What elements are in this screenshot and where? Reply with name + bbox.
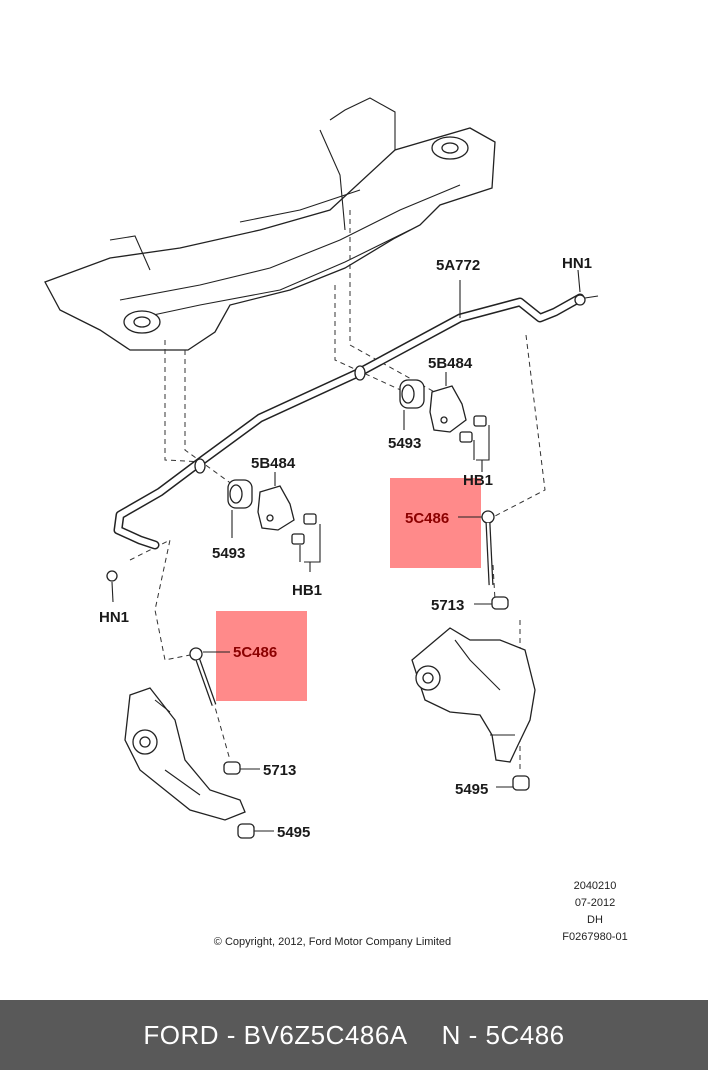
- meta-line-1: 2040210: [573, 880, 617, 892]
- callout-link-right: 5C486: [405, 510, 449, 527]
- callout-bolt-right: HB1: [463, 472, 493, 489]
- callout-insulator-right-lower: 5495: [455, 781, 488, 798]
- insulator-left-upper: [223, 761, 260, 775]
- bushing-right: [399, 379, 425, 430]
- callout-insulator-right-upper: 5713: [431, 597, 464, 614]
- callout-bracket-right: 5B484: [428, 355, 473, 372]
- copyright-notice: © Copyright, 2012, Ford Motor Company Li…: [213, 936, 452, 948]
- footer-bar: FORD - BV6Z5C486A N - 5C486: [0, 1000, 708, 1070]
- callout-link-left: 5C486: [233, 644, 277, 661]
- knuckle-right: [411, 627, 536, 763]
- callout-sway-bar: 5A772: [436, 257, 480, 274]
- callout-bolt-left: HB1: [292, 582, 322, 599]
- stabilizer-link-right: [458, 510, 495, 586]
- insulator-right-upper: [474, 596, 509, 610]
- bolt-left: [291, 513, 321, 572]
- footer-part-number: FORD - BV6Z5C486A: [143, 1019, 408, 1050]
- drawing-meta: 2040210 07-2012 DH F0267980-01: [540, 878, 650, 946]
- highlight-box-right: [390, 478, 481, 568]
- highlight-box-left: [216, 611, 307, 701]
- callout-bracket-left: 5B484: [251, 455, 296, 472]
- knuckle-left: [124, 687, 246, 821]
- nut-left: [106, 570, 118, 603]
- nut-right: [574, 269, 599, 306]
- sway-bar: [113, 280, 585, 550]
- insulator-left-lower: [237, 823, 274, 839]
- footer-base-number: N - 5C486: [441, 1019, 565, 1050]
- meta-line-4: F0267980-01: [562, 931, 628, 943]
- subframe: [44, 97, 496, 351]
- bracket-left: [257, 472, 295, 531]
- stabilizer-link-left: [189, 647, 230, 706]
- callout-nut-right: HN1: [562, 255, 592, 272]
- meta-line-2: 07-2012: [574, 897, 616, 909]
- callout-insulator-left-lower: 5495: [277, 824, 310, 841]
- bolt-right: [459, 415, 490, 472]
- callout-bushing-right: 5493: [388, 435, 421, 452]
- callout-insulator-left-upper: 5713: [263, 762, 296, 779]
- callout-nut-left: HN1: [99, 609, 129, 626]
- meta-line-3: DH: [587, 914, 603, 926]
- insulator-right-lower: [496, 775, 530, 791]
- bushing-left: [227, 479, 253, 538]
- bracket-right: [429, 372, 467, 433]
- parts-diagram: 5A772 HN1 5B484 5493 HB1 5B484 5493 HB1 …: [44, 97, 599, 841]
- callout-bushing-left: 5493: [212, 545, 245, 562]
